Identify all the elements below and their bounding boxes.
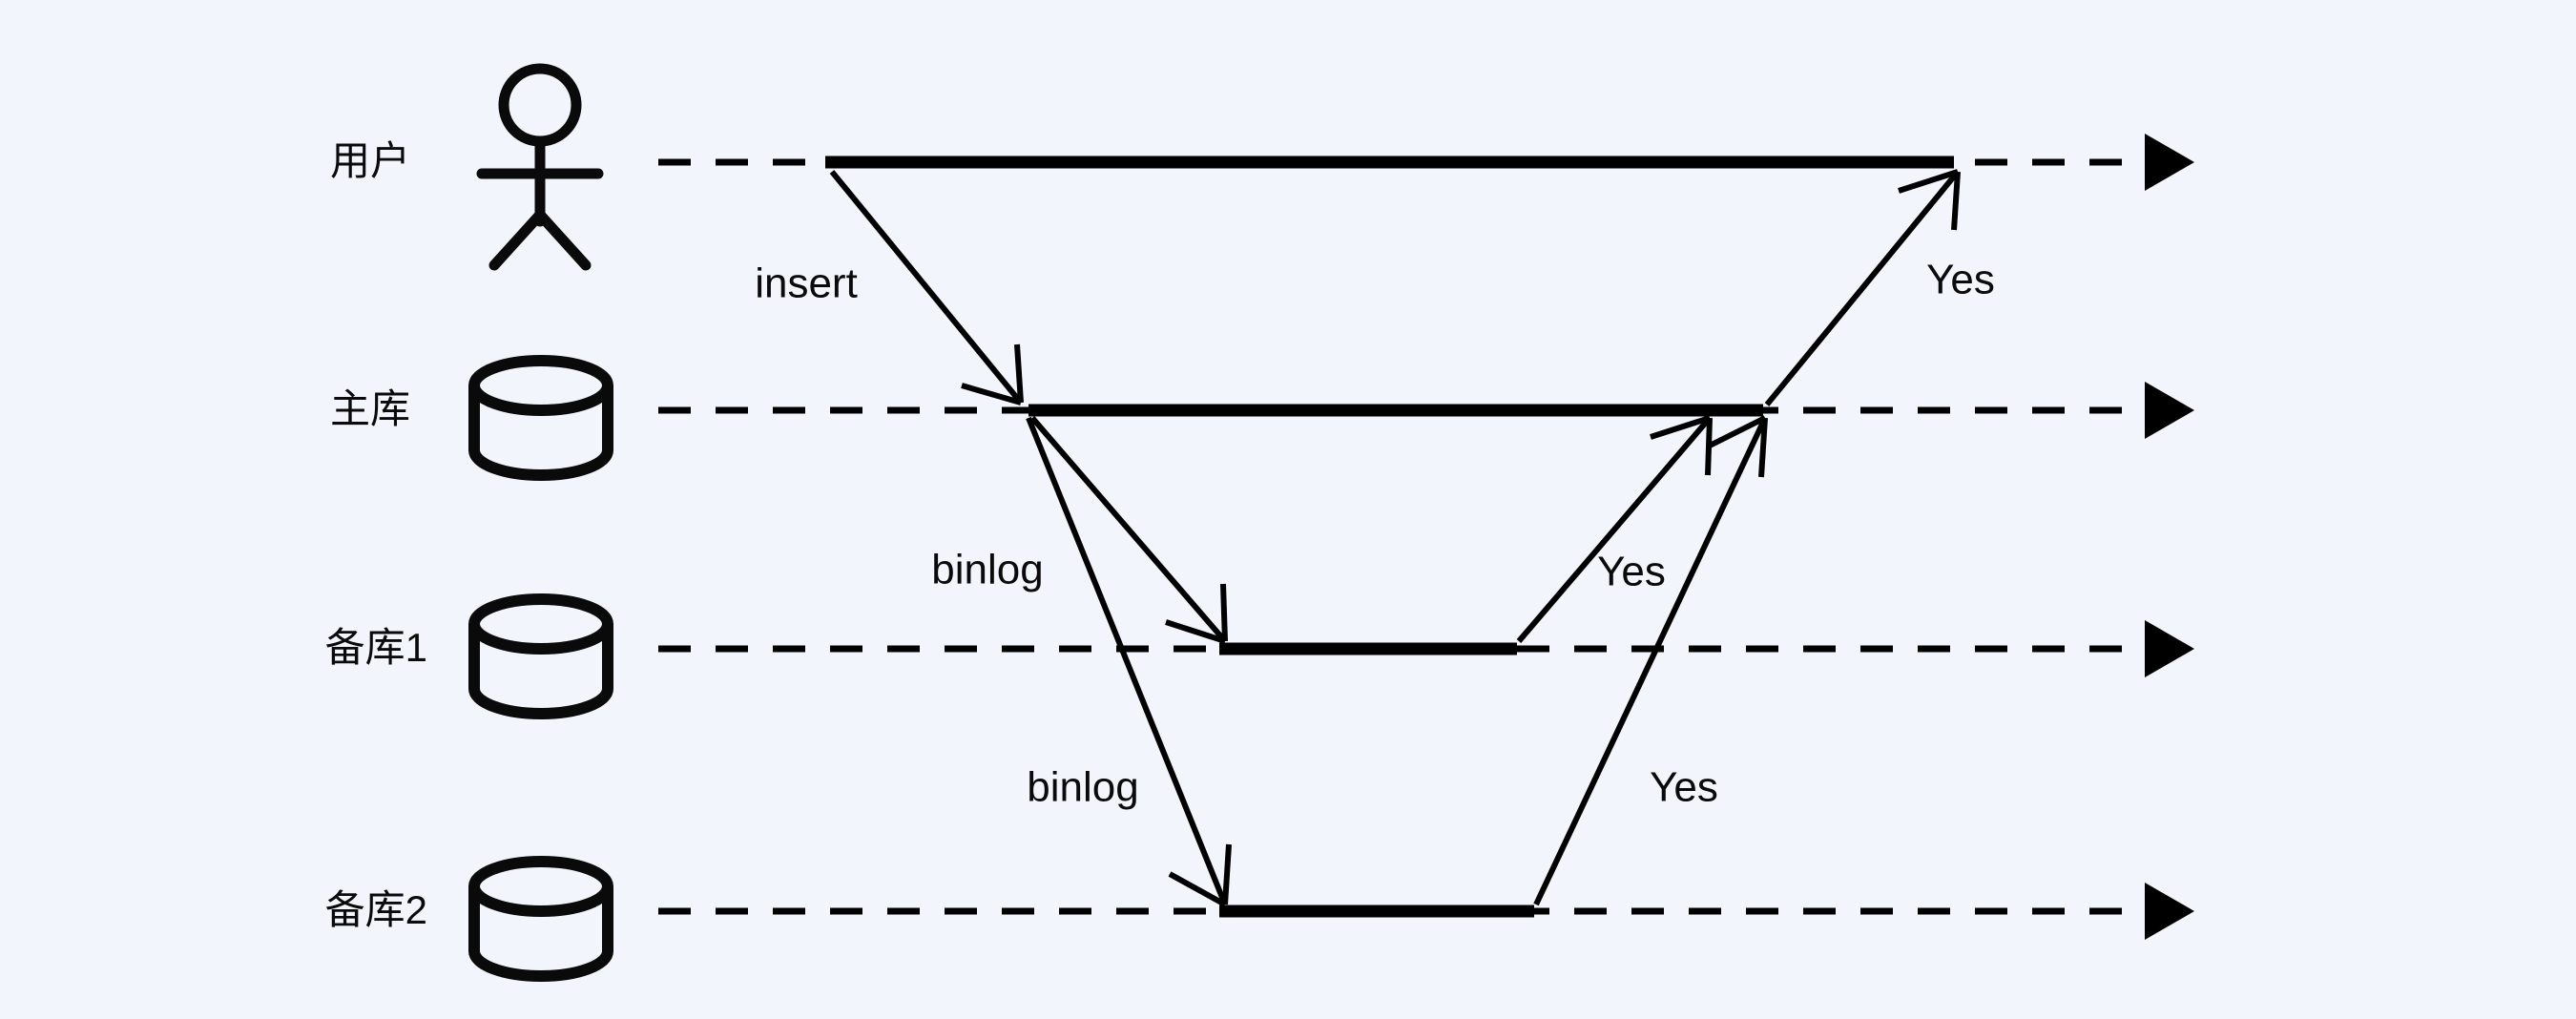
message-arrow-yes-master-user [1764,169,1961,406]
actor-stick-figure-icon [476,63,604,271]
participant-label-master: 主库 [330,386,410,431]
message-label-binlog-slave2: binlog [1027,764,1138,811]
lifeline-end-arrow-user [2145,134,2194,191]
lifeline-end-arrow-master [2145,382,2194,439]
participant-label-user: 用户 [330,138,410,183]
database-cylinder-icon-slave1 [468,593,613,719]
database-cylinder-icon-master [468,355,613,481]
database-cylinder-icon-slave2 [468,856,613,982]
message-arrow-binlog-slave1 [1029,416,1228,644]
participant-label-slave2: 备库2 [325,887,427,932]
message-arrow-binlog-slave2 [1026,416,1232,907]
message-label-yes-master-user: Yes [1926,257,1995,303]
message-label-yes-slave1: Yes [1597,549,1666,595]
message-arrow-insert [829,170,1024,406]
message-label-binlog-slave1: binlog [931,547,1043,593]
message-label-yes-slave2: Yes [1650,764,1718,811]
message-arrow-yes-slave2-master [1533,415,1768,906]
message-arrow-yes-slave1-master [1516,415,1713,643]
participant-label-slave1: 备库1 [325,625,427,670]
lifeline-end-arrow-slave2 [2145,883,2194,940]
lifeline-end-arrow-slave1 [2145,620,2194,677]
message-label-insert: insert [755,260,858,307]
